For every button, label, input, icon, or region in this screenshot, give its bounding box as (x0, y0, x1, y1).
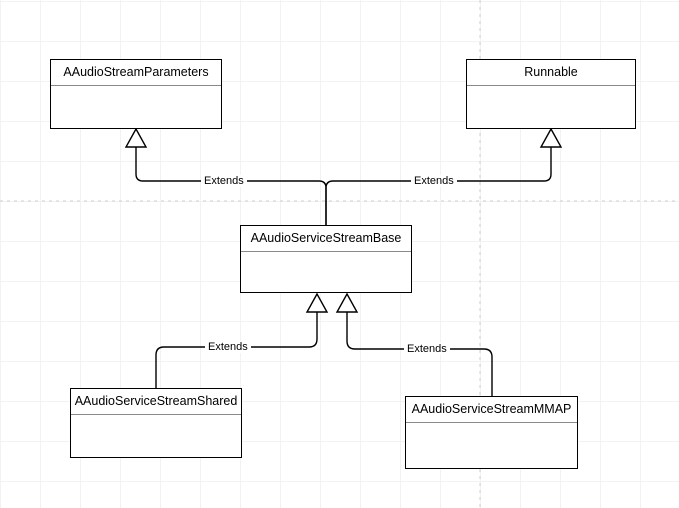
arrowhead-extends-parameters (124, 127, 148, 148)
class-body-runnable (467, 86, 635, 128)
class-title-aaudioservicestreamshared: AAudioServiceStreamShared (71, 389, 241, 415)
class-node-aaudioservicestreamshared[interactable]: AAudioServiceStreamShared (70, 388, 242, 458)
arrowhead-extends-mmap (335, 292, 359, 313)
class-title-runnable: Runnable (467, 60, 635, 86)
arrowhead-extends-shared (305, 292, 329, 313)
arrowhead-extends-runnable (539, 127, 563, 148)
class-body-aaudioservicestreammmap (406, 423, 577, 468)
edge-label-extends-shared: Extends (205, 341, 251, 353)
class-body-aaudioservicestreambase (241, 252, 411, 292)
class-node-runnable[interactable]: Runnable (466, 59, 636, 129)
class-body-aaudioservicestreamshared (71, 415, 241, 457)
class-node-aaudioservicestreammmap[interactable]: AAudioServiceStreamMMAP (405, 396, 578, 469)
class-body-aaudiostreamparameters (51, 86, 221, 128)
class-node-aaudiostreamparameters[interactable]: AAudioStreamParameters (50, 59, 222, 129)
class-title-aaudioservicestreammmap: AAudioServiceStreamMMAP (406, 397, 577, 423)
class-title-aaudioservicestreambase: AAudioServiceStreamBase (241, 226, 411, 252)
edge-label-extends-mmap: Extends (404, 343, 450, 355)
edge-label-extends-runnable: Extends (411, 175, 457, 187)
edge-label-extends-parameters: Extends (201, 175, 247, 187)
class-node-aaudioservicestreambase[interactable]: AAudioServiceStreamBase (240, 225, 412, 293)
class-title-aaudiostreamparameters: AAudioStreamParameters (51, 60, 221, 86)
